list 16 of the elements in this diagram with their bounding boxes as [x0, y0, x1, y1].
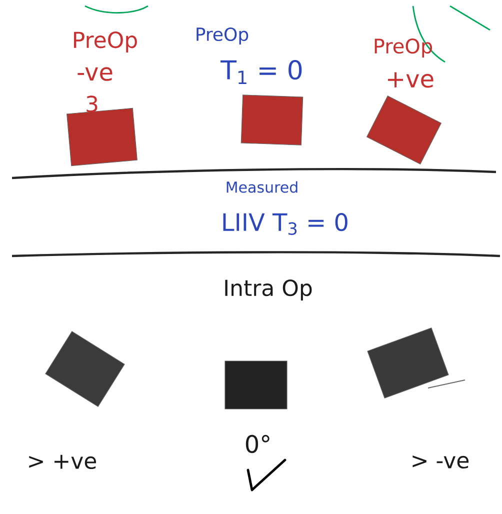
handwritten-label: T$_{1}$ = 0: [220, 60, 302, 84]
block: [240, 94, 304, 146]
handwritten-label: 0°: [246, 434, 270, 454]
handwritten-label: PreOp: [196, 27, 248, 45]
handwritten-label: 3: [86, 96, 98, 112]
handwritten-label: > +ve: [29, 454, 96, 470]
handwritten-label: +ve: [388, 72, 434, 88]
handwritten-label: Intra Op: [225, 280, 312, 300]
handwritten-label: -ve: [78, 67, 112, 81]
handwritten-label: LIIV T$_{3}$ = 0: [223, 213, 348, 235]
handwritten-label: Measured: [226, 181, 298, 193]
handwritten-label: > -ve: [412, 455, 469, 469]
block: [367, 328, 449, 398]
block: [224, 360, 288, 410]
handwritten-label: PreOp: [74, 32, 137, 52]
handwritten-label: PreOp: [374, 38, 432, 58]
